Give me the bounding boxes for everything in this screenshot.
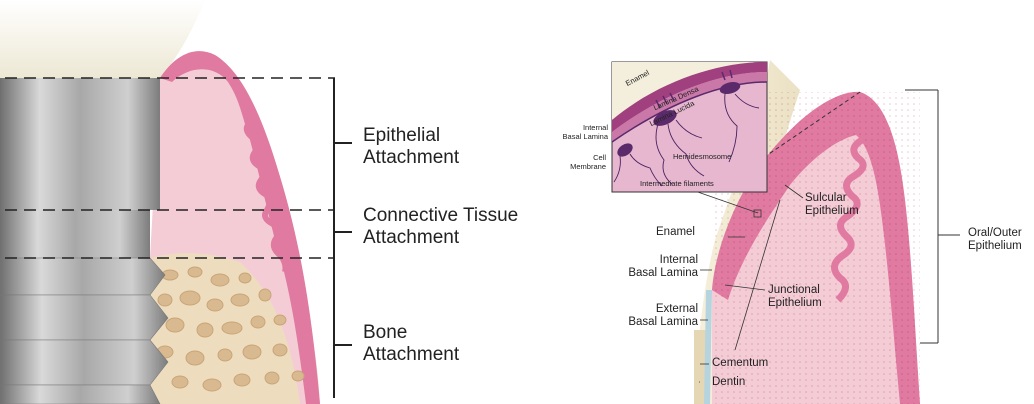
sulcular-epithelium-label: Sulcular Epithelium [805, 192, 859, 218]
inset-ibl-line-1: Internal [552, 123, 608, 132]
external-basal-lamina-line-2: Basal Lamina [614, 316, 698, 329]
internal-basal-lamina-label: Internal Basal Lamina [614, 254, 698, 280]
internal-basal-lamina-line-2: Basal Lamina [614, 267, 698, 280]
implant-threads [0, 258, 168, 404]
junctional-line-2: Epithelium [768, 297, 822, 310]
junctional-epithelium-label: Junctional Epithelium [768, 284, 822, 310]
junctional-line-1: Junctional [768, 284, 822, 297]
sulcular-line-2: Epithelium [805, 205, 859, 218]
inset-cell-membrane-line-1: Cell [566, 153, 606, 162]
connective-line-1: Connective Tissue [363, 205, 518, 227]
cementum-label: Cementum [712, 357, 768, 370]
connective-line-2: Attachment [363, 227, 518, 249]
connective-tissue-attachment-label: Connective Tissue Attachment [363, 205, 518, 249]
inset-cell-membrane-line-2: Membrane [566, 162, 606, 171]
enamel-label: Enamel [656, 226, 695, 239]
bone-attachment-label: Bone Attachment [363, 322, 459, 366]
oral-outer-line-1: Oral/Outer [968, 227, 1022, 240]
inset-cell-membrane-label: Cell Membrane [566, 153, 606, 171]
implant-cross-section [0, 0, 352, 404]
epithelial-line-2: Attachment [363, 147, 459, 169]
oral-outer-line-2: Epithelium [968, 240, 1022, 253]
bone-line-1: Bone [363, 322, 459, 344]
inset-intermediate-filaments-label: Intermediate filaments [640, 179, 714, 188]
inset-ibl-line-2: Basal Lamina [552, 132, 608, 141]
oral-outer-epithelium-label: Oral/Outer Epithelium [968, 227, 1022, 253]
epithelial-attachment-label: Epithelial Attachment [363, 125, 459, 169]
inset-internal-basal-lamina-label: Internal Basal Lamina [552, 123, 608, 141]
internal-basal-lamina-line-1: Internal [614, 254, 698, 267]
dentin-label: Dentin [712, 376, 745, 389]
external-basal-lamina-line-1: External [614, 303, 698, 316]
inset-hemidesmosome-label: Hemidesmosome [673, 152, 731, 161]
implant-abutment [0, 78, 160, 210]
epithelial-line-1: Epithelial [363, 125, 459, 147]
sulcular-line-1: Sulcular [805, 192, 859, 205]
bone-line-2: Attachment [363, 344, 459, 366]
external-basal-lamina-label: External Basal Lamina [614, 303, 698, 329]
